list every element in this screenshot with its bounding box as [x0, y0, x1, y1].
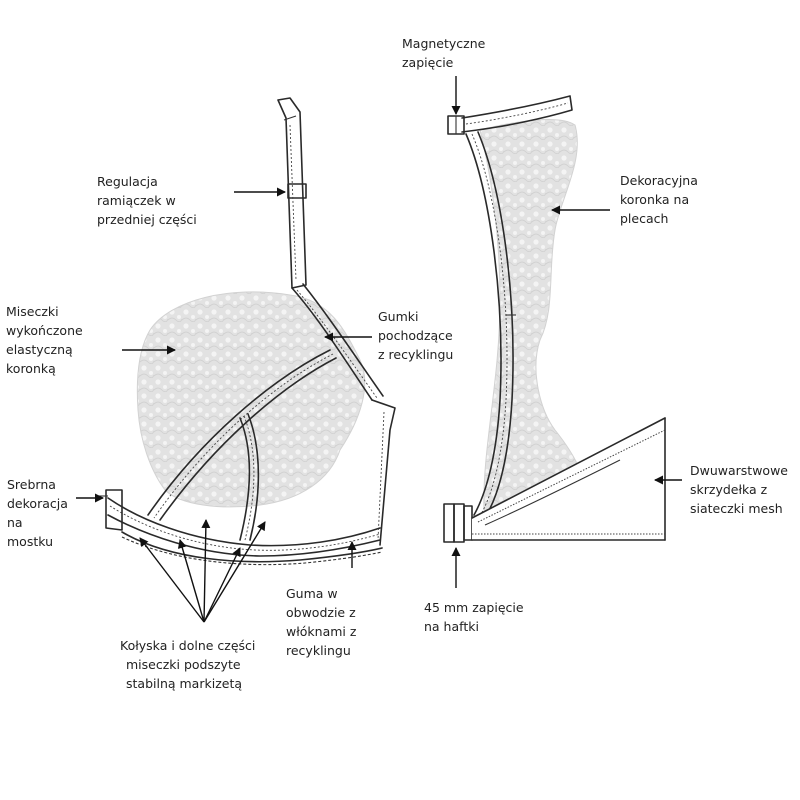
front-view — [98, 97, 396, 566]
label-hook-clasp: 45 mm zapięcie na haftki — [424, 600, 524, 634]
cup — [98, 283, 396, 566]
label-recycled-elastic: Gumki pochodzące z recyklingu — [378, 309, 454, 362]
hook-clasp — [443, 503, 473, 543]
mesh-wing — [471, 417, 666, 541]
back-strap — [465, 131, 516, 517]
label-shoulder-lace: Dekoracyjna koronka na plecach — [620, 173, 698, 226]
label-silver-decoration: Srebrna dekoracja na mostku — [7, 477, 68, 549]
cup-lace — [136, 291, 366, 508]
label-cradle: Kołyska i dolne części miseczki podszyte… — [120, 638, 256, 691]
callout-arrows — [76, 76, 682, 623]
label-cups-lace: Miseczki wykończone elastyczną koronką — [6, 304, 83, 376]
label-magnetic-clasp: Magnetyczne zapięcie — [402, 36, 486, 70]
strap — [277, 97, 307, 289]
label-underband: Guma w obwodzie z włóknami z recyklingu — [286, 586, 357, 658]
label-mesh-wings: Dwuwarstwowe skrzydełka z siateczki mesh — [690, 463, 788, 516]
back-view — [443, 95, 666, 543]
label-strap-adjustment: Regulacja ramiączek w przedniej części — [97, 174, 197, 227]
top-band — [447, 95, 573, 135]
